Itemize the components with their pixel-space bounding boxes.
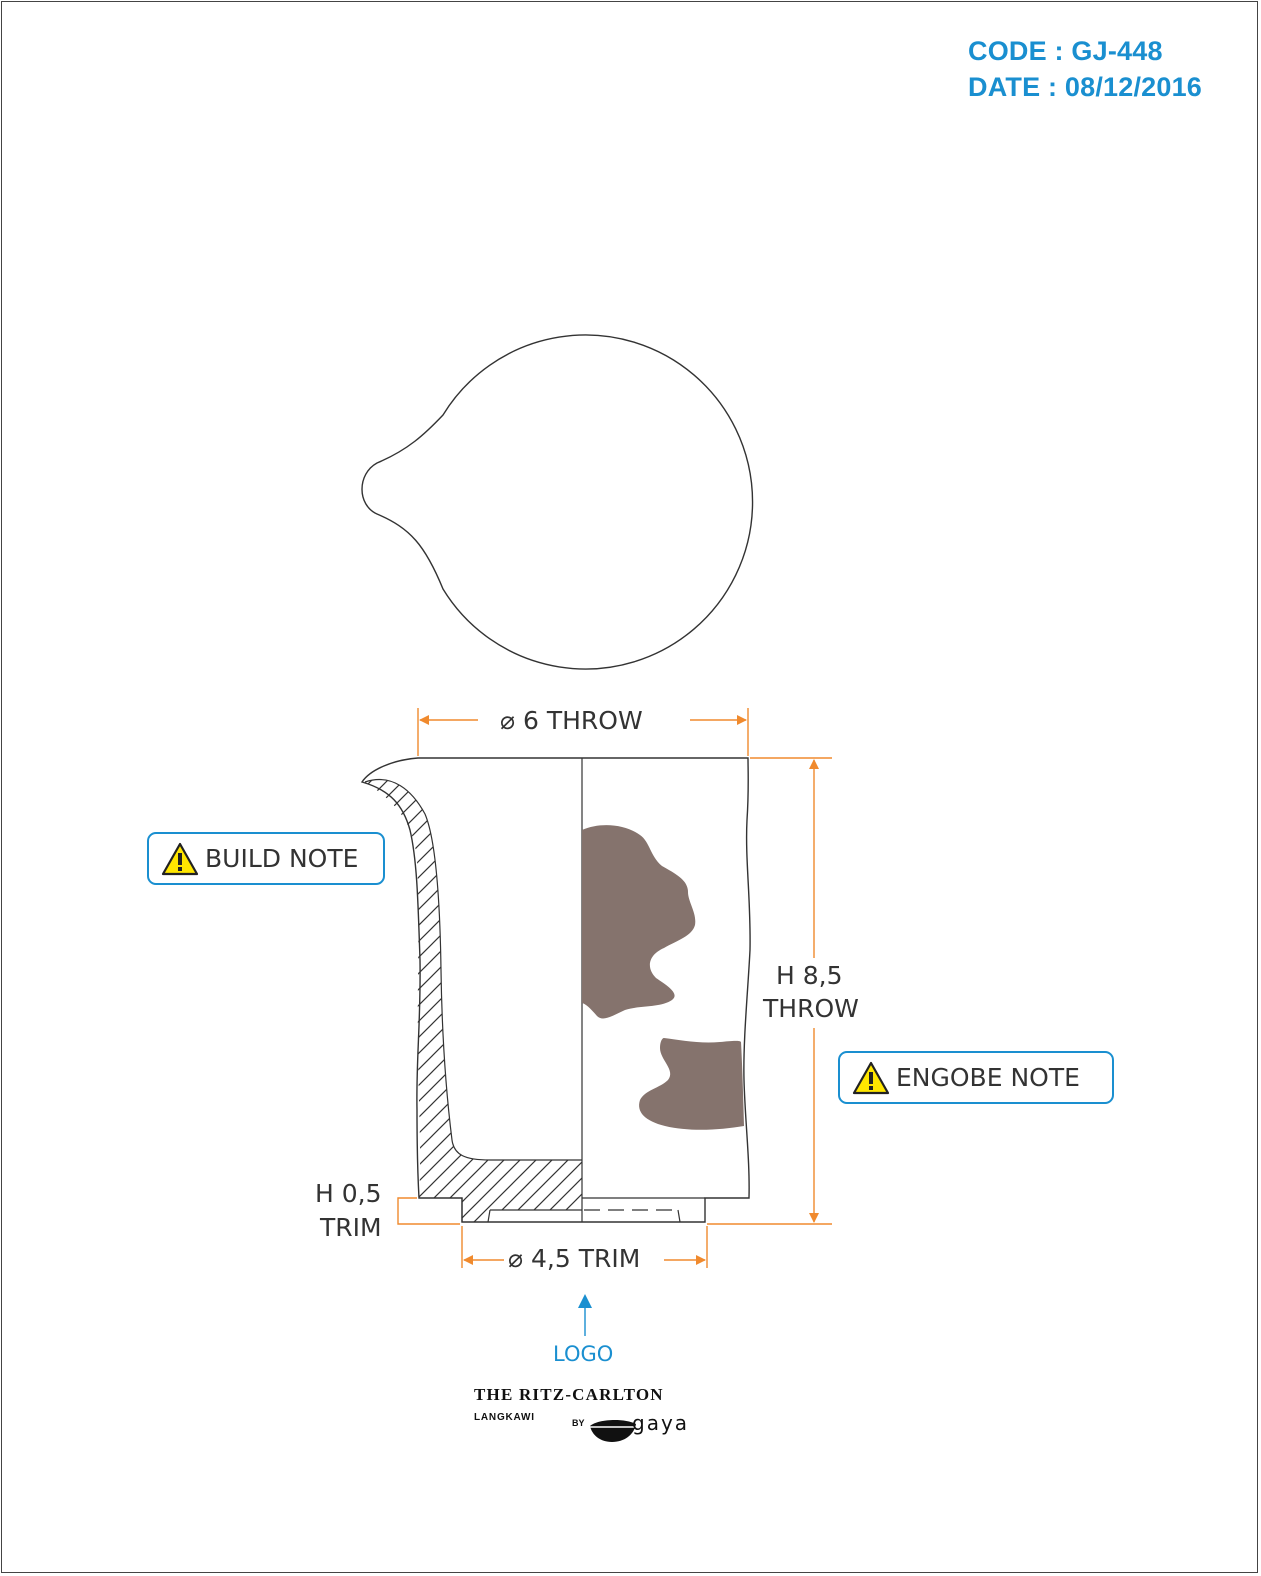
trim-diameter-label: ⌀ 4,5 TRIM <box>508 1244 641 1273</box>
trim-height-label-line1: H 0,5 <box>315 1179 382 1208</box>
top-diameter-label: ⌀ 6 THROW <box>500 706 643 735</box>
top-view-outline <box>361 334 754 670</box>
warning-icon <box>161 842 199 875</box>
section-hatch <box>365 779 582 1222</box>
side-view <box>360 757 751 1223</box>
dimension-lines <box>397 708 832 1268</box>
maker-name: gaya <box>632 1411 690 1435</box>
warning-icon <box>852 1061 890 1094</box>
engobe-note-text: ENGOBE NOTE <box>896 1063 1080 1092</box>
outer-profile <box>360 757 751 1223</box>
trim-height-label-line2: TRIM <box>320 1213 382 1242</box>
build-note-text: BUILD NOTE <box>205 844 359 873</box>
engobe-note-badge: ENGOBE NOTE <box>838 1051 1114 1104</box>
engobe-splash-lower <box>639 1038 744 1130</box>
brand-by: BY <box>572 1418 585 1428</box>
product-code: CODE : GJ-448 <box>968 36 1163 66</box>
drawing-date: DATE : 08/12/2016 <box>968 72 1203 102</box>
engobe-splash-upper <box>582 825 696 1019</box>
height-label-line1: H 8,5 <box>776 961 843 990</box>
height-label-line2: THROW <box>763 994 859 1023</box>
logo-arrow <box>578 1294 592 1336</box>
logo-label: LOGO <box>553 1342 614 1366</box>
brand-location: LANGKAWI <box>474 1412 535 1423</box>
inner-wall <box>364 778 582 1161</box>
gaya-bowl-logo <box>590 1420 636 1442</box>
brand-name: THE RITZ-CARLTON <box>474 1385 664 1404</box>
build-note-badge: BUILD NOTE <box>147 832 385 885</box>
